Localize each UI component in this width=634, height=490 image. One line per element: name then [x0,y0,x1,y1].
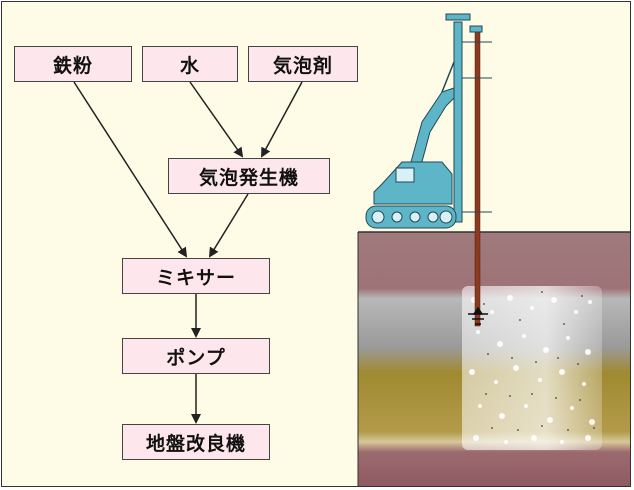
mixer-box: ミキサー [122,258,270,294]
improved-soil-column [462,286,602,450]
arrow-iron-to-mixer [73,81,188,258]
ground-improvement-machine-box: 地盤改良機 [122,424,270,460]
foam-agent-box: 気泡剤 [248,46,358,82]
arrow-foam-generator-to-mixer [208,193,249,258]
mixing-rod [474,25,481,327]
water-box: 水 [142,46,238,82]
foam-generator-box: 気泡発生機 [168,158,330,194]
water-table-icon [468,306,488,325]
arrow-agent-to-foam-generator [261,81,303,158]
pile-driver-icon [365,13,492,229]
pump-box: ポンプ [122,338,270,374]
foam-bubbles [469,295,595,444]
arrow-water-to-foam-generator [189,81,244,158]
iron-powder-box: 鉄粉 [14,46,132,82]
iron-particles [483,291,595,431]
